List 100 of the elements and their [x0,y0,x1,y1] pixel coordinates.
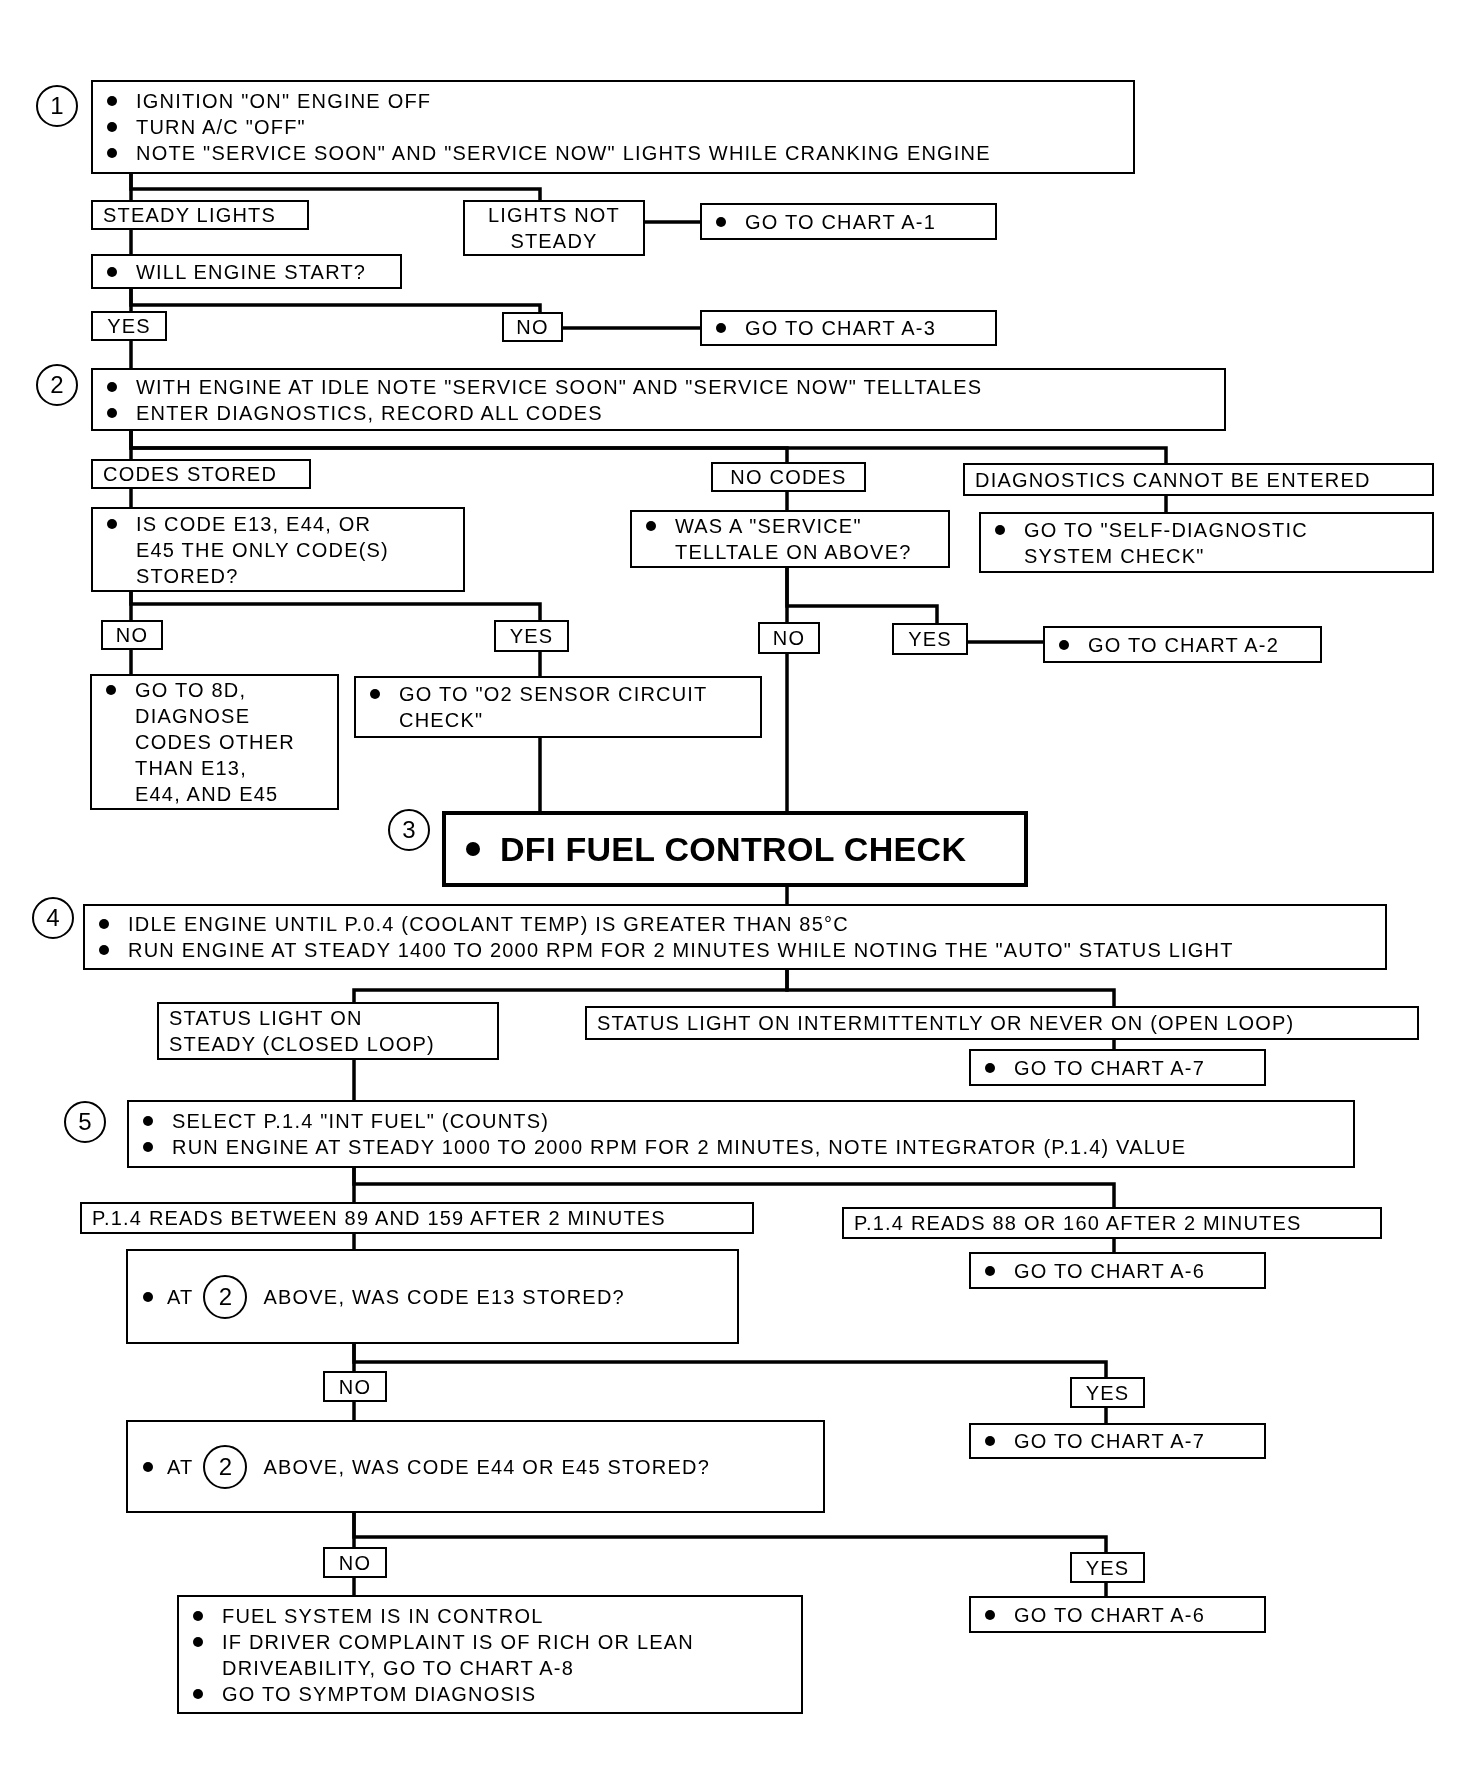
connector-line [1104,1408,1108,1423]
connector-line [785,568,939,623]
connector-line [352,1513,1108,1552]
condition-text: DIAGNOSTICS CANNOT BE ENTERED [975,467,1371,493]
connector-line [645,220,700,224]
connector-line [129,341,133,368]
instruction-box [91,254,402,289]
check-title-box [442,811,1028,887]
instruction-text: GO TO CHART A-6 [1014,1258,1206,1284]
instruction-text: IS CODE E13, E44, OR E45 THE ONLY CODE(S) STORED? [136,511,390,589]
condition-text: YES [908,627,952,652]
check-title: DFI FUEL CONTROL CHECK [500,829,967,870]
connector-line [129,174,542,200]
condition-box [91,200,309,230]
instruction-text: GO TO CHART A-1 [745,209,937,235]
instruction-text: GO TO SYMPTOM DIAGNOSIS [222,1681,537,1707]
instruction-text: IDLE ENGINE UNTIL P.0.4 (COOLANT TEMP) IS GREATER THAN 85°C [128,912,849,937]
instruction-text: GO TO "O2 SENSOR CIRCUIT CHECK" [399,682,709,733]
condition-text: NO [115,623,149,648]
condition-text: YES [1085,1555,1130,1581]
condition-text: YES [107,314,151,339]
connector-line [785,887,789,904]
instruction-box [83,904,1387,970]
instruction-text: IF DRIVER COMPLAINT IS OF RICH OR LEAN DRIVEABILITY, GO TO CHART A-8 [222,1629,695,1681]
condition-text: STATUS LIGHT ON STEADY (CLOSED LOOP) [169,1006,436,1057]
question-text: ABOVE, WAS CODE E44 OR E45 STORED? [263,1454,710,1480]
instruction-box [91,368,1226,431]
condition-box [1070,1552,1145,1583]
connector-line [129,650,133,674]
connector-line [352,1578,356,1595]
condition-box [963,463,1434,496]
condition-text: NO [516,315,549,340]
instruction-text: TURN A/C "OFF" [136,115,306,140]
instruction-text: NOTE "SERVICE SOON" AND "SERVICE NOW" LIGHTS WHILE CRANKING ENGINE [136,141,991,166]
instruction-text: IGNITION "ON" ENGINE OFF [136,89,432,114]
instruction-box [969,1596,1266,1633]
instruction-box [90,674,339,810]
instruction-text: ENTER DIAGNOSTICS, RECORD ALL CODES [136,400,603,426]
connector-line [538,738,542,811]
instruction-text: WAS A "SERVICE" TELLTALE ON ABOVE? [675,514,913,565]
connector-line [129,230,133,254]
instruction-box [127,1100,1355,1168]
instruction-box [700,203,997,240]
step-number: 4 [46,906,60,930]
condition-text: STEADY LIGHTS [103,203,277,228]
instruction-text: GO TO 8D, DIAGNOSE CODES OTHER THAN E13, E44, AND E45 [135,678,296,807]
instruction-text: WITH ENGINE AT IDLE NOTE "SERVICE SOON" AND "SERVICE NOW" TELLTALES [136,374,983,400]
step-number-circle [36,364,78,406]
condition-box [711,462,866,492]
connector-line [352,1234,356,1249]
step-number-circle [36,85,78,127]
connector-line [352,1060,356,1100]
instruction-box [177,1595,803,1714]
condition-text: NO [338,1374,372,1400]
condition-text: NO CODES [730,465,847,490]
condition-box [91,459,311,489]
connector-line [968,640,1043,644]
instruction-text: GO TO CHART A-3 [745,316,937,341]
connector-line [785,492,789,510]
instruction-text: GO TO CHART A-7 [1014,1055,1206,1081]
condition-text: YES [1085,1380,1130,1406]
condition-box [502,312,563,342]
instruction-box [630,510,950,568]
condition-text: YES [509,624,554,649]
condition-box [1070,1377,1145,1408]
condition-box [842,1207,1382,1239]
condition-text: P.1.4 READS 88 OR 160 AFTER 2 MINUTES [854,1211,1302,1236]
connector-line [538,652,542,676]
instruction-text: SELECT P.1.4 "INT FUEL" (COUNTS) [172,1109,550,1134]
connector-line [352,1168,1116,1207]
condition-text: NO [338,1550,372,1576]
question-text: ABOVE, WAS CODE E13 STORED? [263,1284,625,1310]
condition-text: NO [772,626,806,651]
connector-line [785,654,789,811]
condition-box [101,620,163,650]
condition-box [463,200,645,256]
question-box [126,1249,739,1344]
instruction-box [969,1423,1266,1459]
condition-text: STATUS LIGHT ON INTERMITTENTLY OR NEVER ON (OPEN LOOP) [597,1011,1295,1036]
connector-line [129,592,542,620]
connector-line [785,970,1116,1006]
connector-line [1104,1583,1108,1596]
connector-line [1112,1239,1116,1252]
connector-line [129,489,133,507]
instruction-box [354,676,762,738]
instruction-box [91,80,1135,174]
instruction-box [969,1252,1266,1289]
step-number-circle [388,809,430,851]
connector-line [352,1402,356,1420]
instruction-text: RUN ENGINE AT STEADY 1400 TO 2000 RPM FOR 2 MINUTES WHILE NOTING THE "AUTO" STATUS LIGHT [128,938,1234,963]
connector-line [352,1344,1108,1377]
instruction-box [1043,626,1322,663]
step-number: 2 [218,1454,233,1479]
connector-line [129,289,542,312]
step-number: 2 [218,1284,233,1309]
condition-box [758,622,820,654]
condition-box [892,623,968,655]
step-number: 5 [78,1110,92,1134]
instruction-text: GO TO CHART A-6 [1014,1602,1206,1628]
condition-box [585,1006,1419,1040]
